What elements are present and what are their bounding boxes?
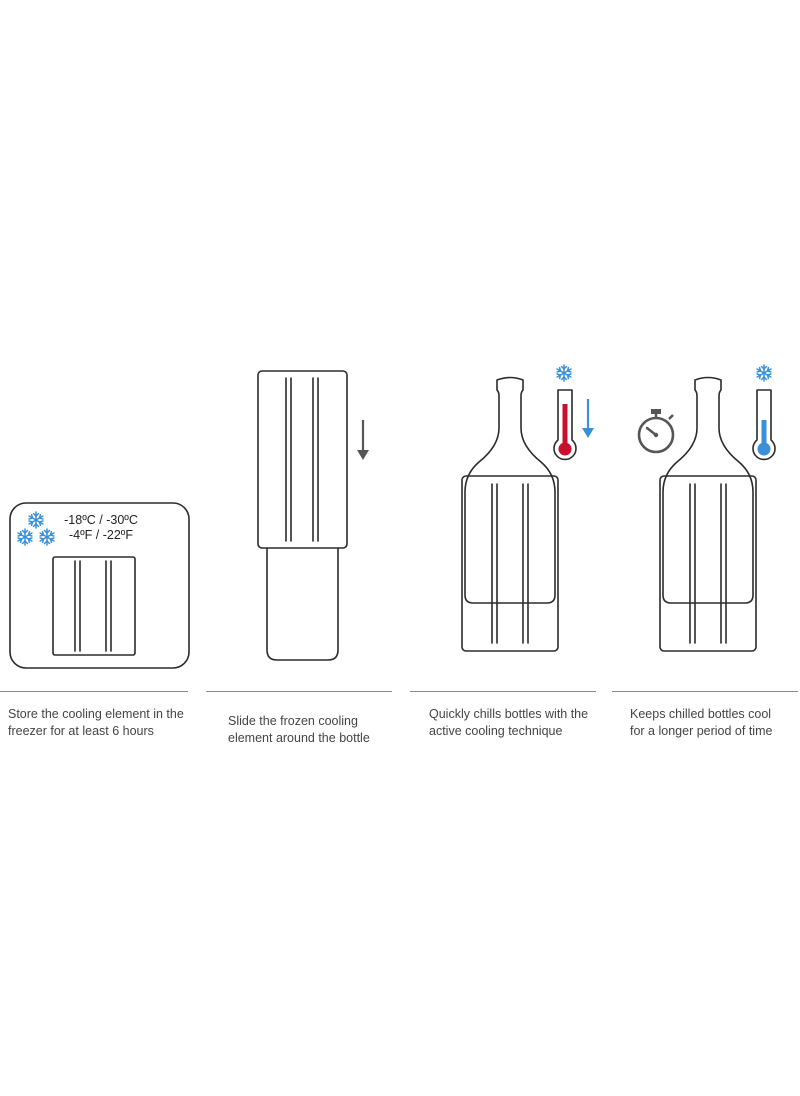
step-1-caption: Store the cooling element in the freezer… [8,706,184,740]
caption-line: active cooling technique [429,724,563,738]
thermometer-icon [752,389,776,461]
snowflake-icon [556,364,572,382]
caption-line: Store the cooling element in the [8,707,184,721]
step-4-caption: Keeps chilled bottles cool for a longer … [630,706,772,740]
step-2-divider [206,691,392,692]
cooling-element [52,556,136,656]
step-1-divider [0,691,188,692]
bottle-base [266,547,339,661]
down-arrow-icon [582,399,594,438]
caption-line: element around the bottle [228,731,370,745]
snowflake-icon [17,528,33,546]
snowflake-icon [756,364,772,382]
caption-line: Quickly chills bottles with the [429,707,589,721]
freezer-temperature: -18ºC / -30ºC -4ºF / -22ºF [56,513,146,543]
step-2-caption: Slide the frozen cooling element around … [228,713,370,747]
cooling-sleeve [461,475,559,652]
caption-line: Slide the frozen cooling [228,714,358,728]
snowflake-icon [39,528,55,546]
freezer-outline [9,502,190,669]
step-1-freeze-illustration [9,502,190,669]
step-4-divider [612,691,798,692]
step-3-quick-chill-illustration [461,364,594,652]
snowflake-icon [28,511,44,529]
caption-line: for a longer period of time [630,724,773,738]
step-2-slide-illustration [257,370,369,661]
cooling-sleeve [659,475,757,652]
bottle [662,376,754,604]
caption-line: Keeps chilled bottles cool [630,707,772,721]
temperature-fahrenheit: -4ºF / -22ºF [68,528,133,542]
step-3-caption: Quickly chills bottles with the active c… [429,706,588,740]
stopwatch-icon [637,409,675,454]
caption-line: freezer for at least 6 hours [8,724,154,738]
temperature-celsius: -18ºC / -30ºC [64,513,138,527]
bottle [464,376,556,604]
thermometer-icon [553,389,577,461]
down-arrow-icon [357,420,369,460]
step-3-divider [410,691,596,692]
cooling-sleeve [257,370,348,549]
step-4-keep-cool-illustration [637,364,776,652]
